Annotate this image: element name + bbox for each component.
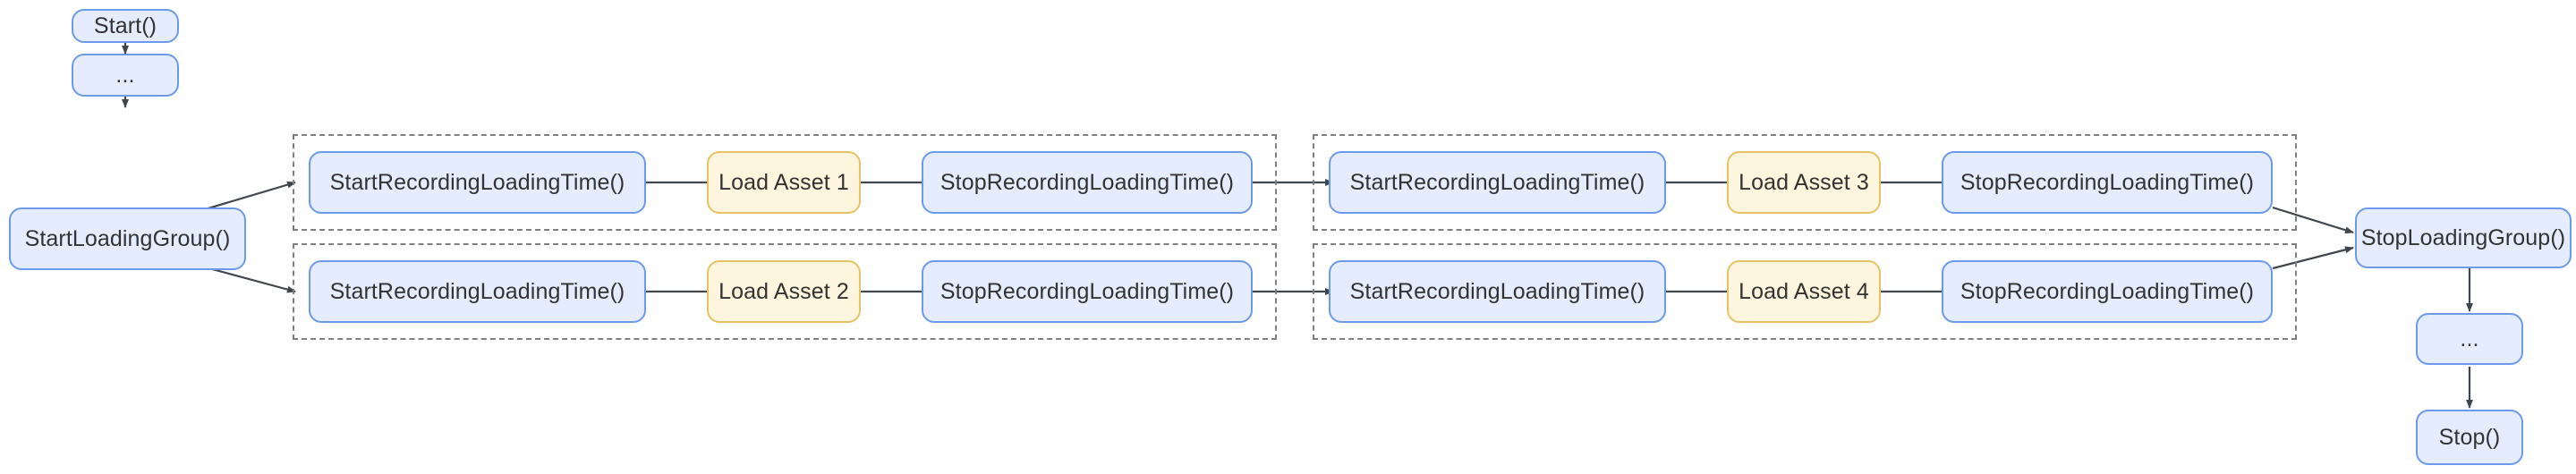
node-start-recording-2-label: StartRecordingLoadingTime(): [329, 278, 625, 304]
node-load-asset-1-label: Load Asset 1: [718, 169, 849, 195]
node-ellipsis-top[interactable]: ...: [72, 54, 179, 97]
node-ellipsis-bottom[interactable]: ...: [2416, 313, 2523, 365]
node-stop-loading-group-label: StopLoadingGroup(): [2360, 224, 2566, 250]
node-load-asset-2[interactable]: Load Asset 2: [707, 260, 861, 323]
node-load-asset-4-label: Load Asset 4: [1739, 278, 1869, 304]
node-stop-recording-2-label: StopRecordingLoadingTime(): [939, 278, 1235, 304]
node-load-asset-3-label: Load Asset 3: [1739, 169, 1869, 195]
node-start-recording-2[interactable]: StartRecordingLoadingTime(): [309, 260, 646, 323]
node-stop-recording-1-label: StopRecordingLoadingTime(): [939, 169, 1235, 195]
node-stop-recording-4[interactable]: StopRecordingLoadingTime(): [1942, 260, 2273, 323]
node-start-recording-1[interactable]: StartRecordingLoadingTime(): [309, 151, 646, 214]
node-start-recording-3[interactable]: StartRecordingLoadingTime(): [1329, 151, 1666, 214]
node-start-loading-group[interactable]: StartLoadingGroup(): [9, 207, 246, 270]
node-ellipsis-top-label: ...: [115, 62, 135, 88]
node-start[interactable]: Start(): [72, 9, 179, 43]
node-start-recording-1-label: StartRecordingLoadingTime(): [329, 169, 625, 195]
node-stop-label: Stop(): [2438, 424, 2501, 450]
node-stop-recording-4-label: StopRecordingLoadingTime(): [1960, 278, 2255, 304]
node-start-recording-4-label: StartRecordingLoadingTime(): [1349, 278, 1645, 304]
node-load-asset-4[interactable]: Load Asset 4: [1727, 260, 1881, 323]
node-load-asset-2-label: Load Asset 2: [718, 278, 849, 304]
node-ellipsis-bottom-label: ...: [2460, 326, 2479, 351]
node-start-loading-group-label: StartLoadingGroup(): [24, 225, 231, 251]
node-stop-loading-group[interactable]: StopLoadingGroup(): [2355, 207, 2572, 268]
node-stop-recording-3-label: StopRecordingLoadingTime(): [1960, 169, 2255, 195]
node-stop-recording-3[interactable]: StopRecordingLoadingTime(): [1942, 151, 2273, 214]
node-stop-recording-1[interactable]: StopRecordingLoadingTime(): [922, 151, 1253, 214]
node-stop[interactable]: Stop(): [2416, 410, 2523, 465]
node-load-asset-3[interactable]: Load Asset 3: [1727, 151, 1881, 214]
node-stop-recording-2[interactable]: StopRecordingLoadingTime(): [922, 260, 1253, 323]
node-load-asset-1[interactable]: Load Asset 1: [707, 151, 861, 214]
node-start-label: Start(): [93, 13, 157, 38]
node-start-recording-3-label: StartRecordingLoadingTime(): [1349, 169, 1645, 195]
node-start-recording-4[interactable]: StartRecordingLoadingTime(): [1329, 260, 1666, 323]
